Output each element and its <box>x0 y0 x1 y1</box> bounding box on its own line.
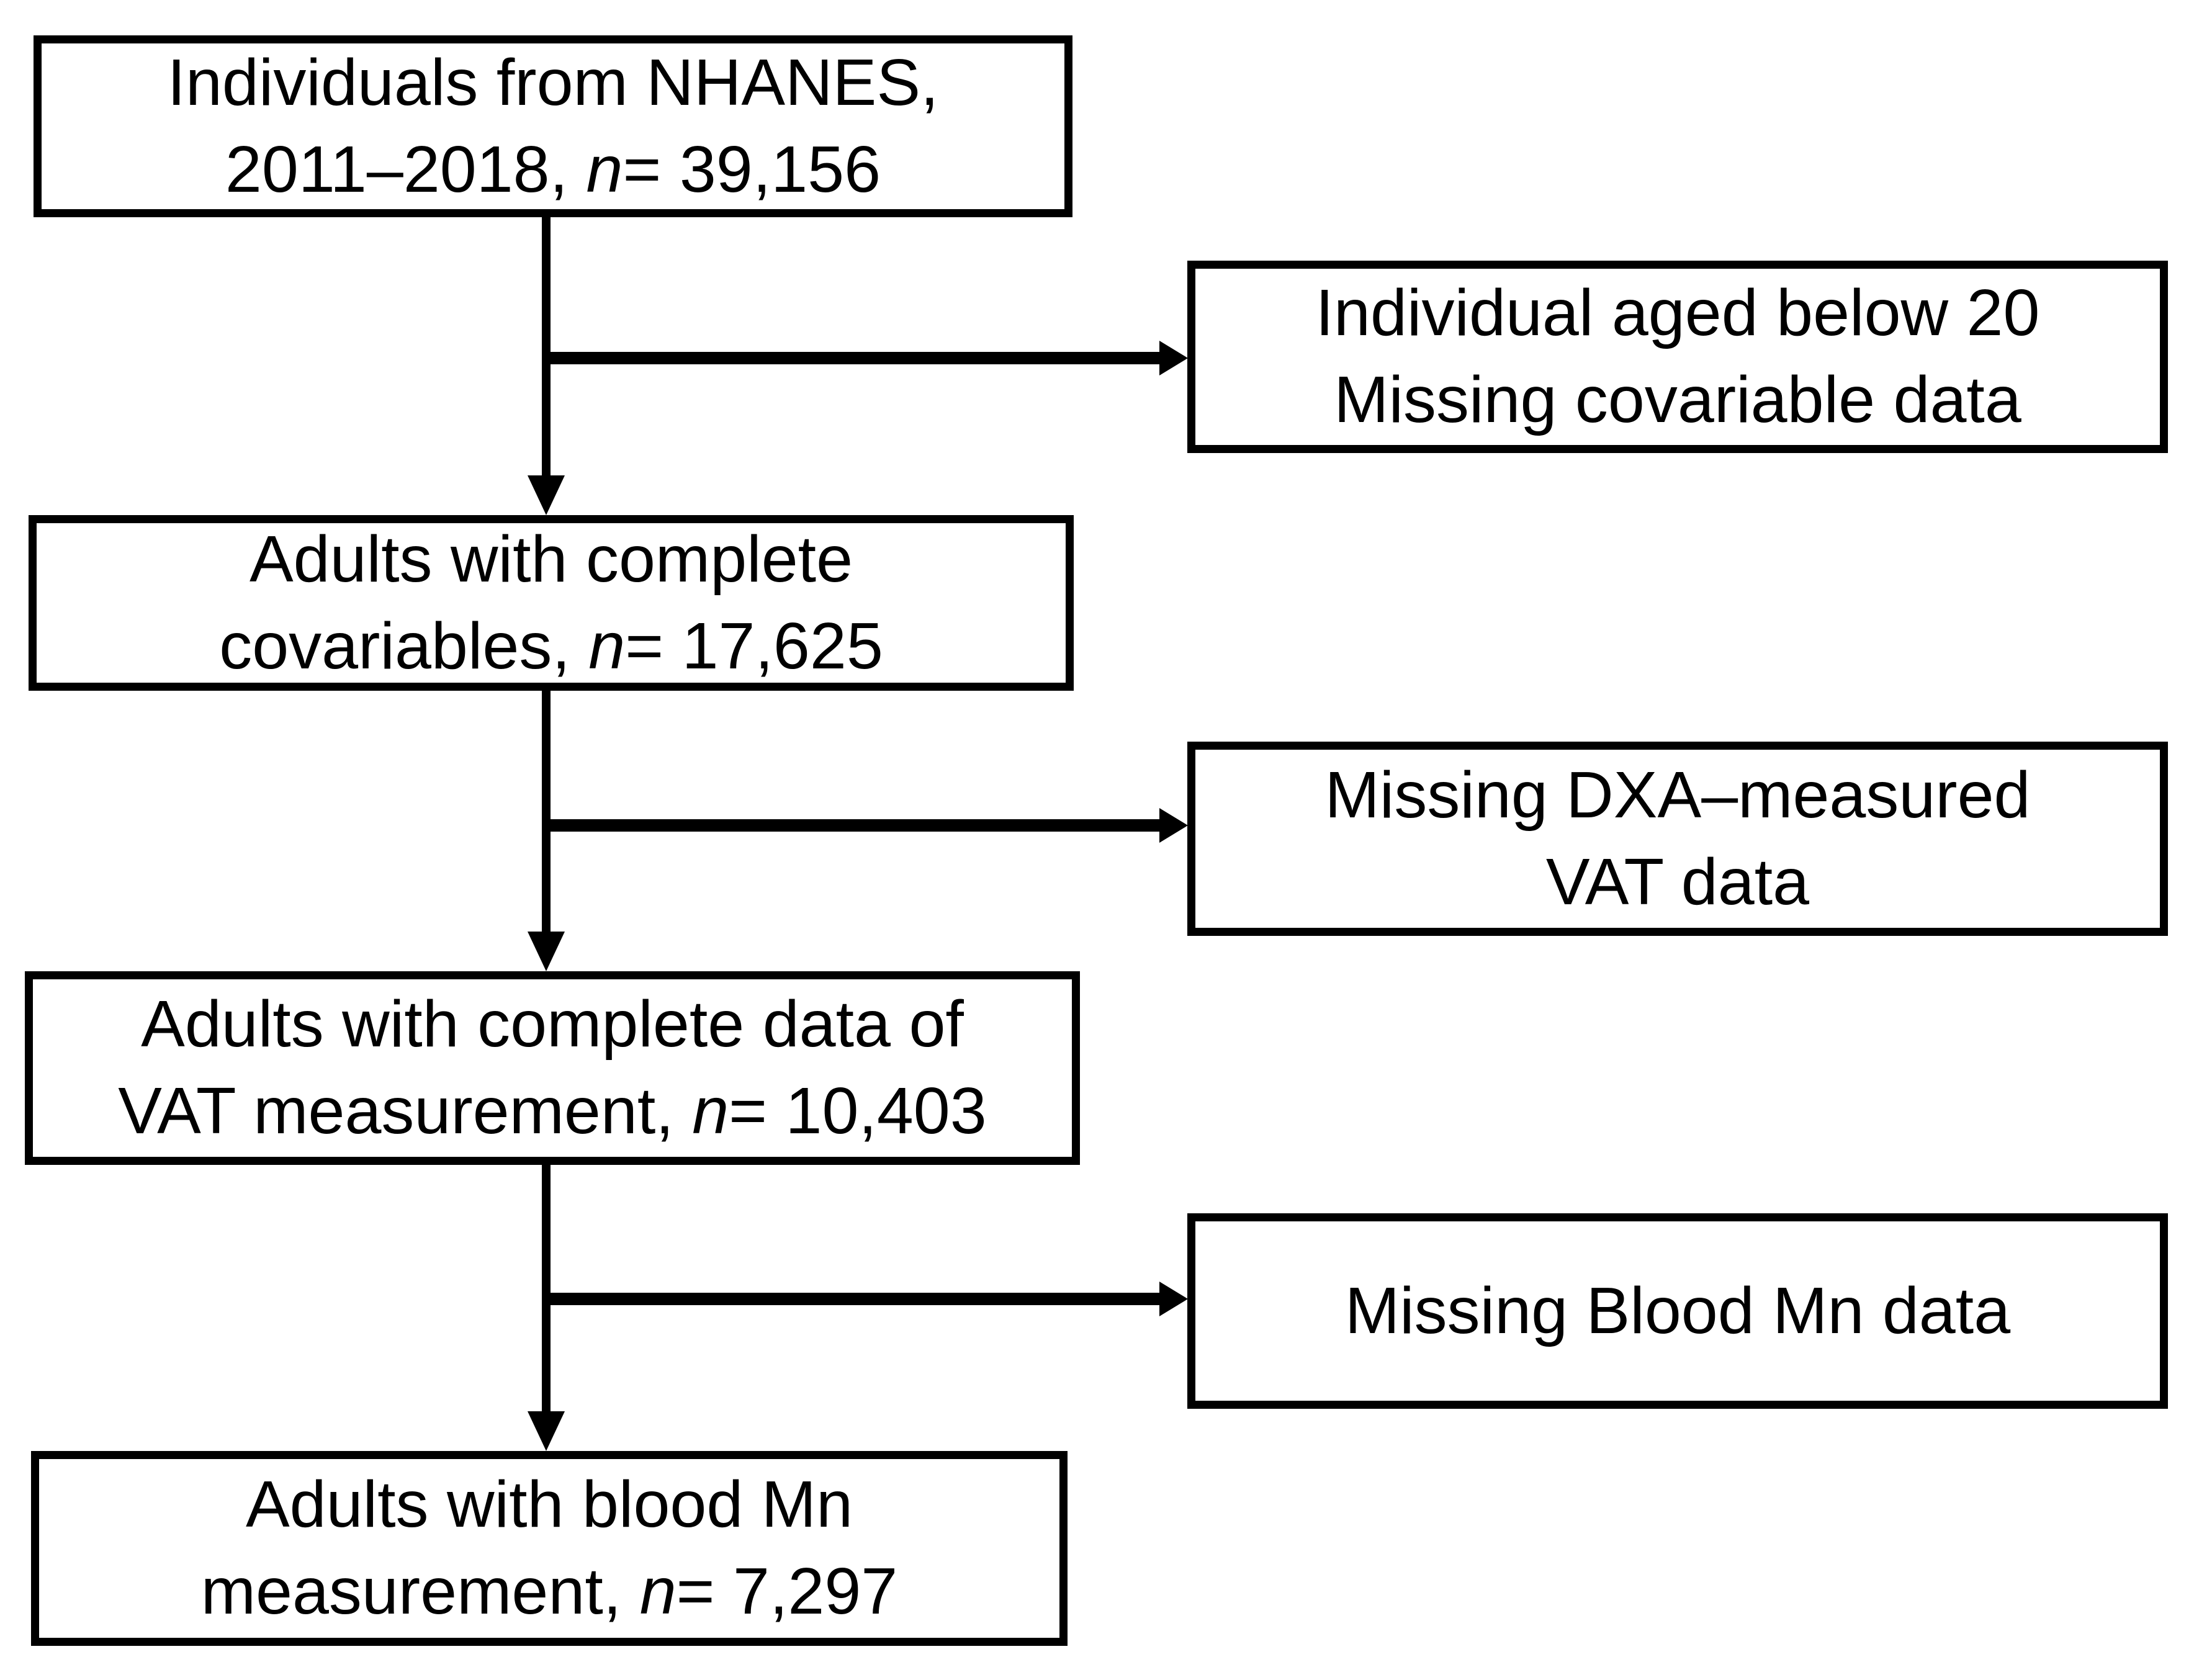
box-adults-vat-measurement: Adults with complete data of VAT measure… <box>25 971 1080 1165</box>
box-excluded-missing-dxa-vat: Missing DXA–measured VAT data <box>1187 742 2168 936</box>
box-text-line1: Individual aged below 20 <box>1315 276 2040 350</box>
box-excluded-missing-blood-mn: Missing Blood Mn data <box>1187 1213 2168 1409</box>
flow-line-horizontal-1 <box>542 352 1162 364</box>
box-excluded-age-covariable: Individual aged below 20 Missing covaria… <box>1187 261 2168 453</box>
box-individuals-nhanes: Individuals from NHANES, 2011–2018, n= 3… <box>34 35 1072 217</box>
flow-line-vertical-2 <box>542 691 551 932</box>
box-text-line1: Adults with complete <box>249 522 853 596</box>
line2-suffix: = 17,625 <box>625 609 883 683</box>
flow-line-horizontal-3 <box>542 1293 1162 1305</box>
n-symbol: n <box>586 132 623 206</box>
flow-line-vertical-1 <box>542 217 551 475</box>
line2-suffix: = 10,403 <box>729 1074 987 1148</box>
n-symbol: n <box>692 1074 729 1148</box>
line2-suffix: = 7,297 <box>676 1555 898 1628</box>
box-text-line2: covariables, n= 17,625 <box>219 603 883 690</box>
box-text-line2: VAT data <box>1545 845 1810 919</box>
flow-line-horizontal-2 <box>542 819 1162 832</box>
line2-prefix: measurement, <box>200 1555 640 1628</box>
box-text-line2: 2011–2018, n= 39,156 <box>225 127 881 213</box>
box-text-line2: VAT measurement, n= 10,403 <box>118 1068 986 1155</box>
box-text-line2: measurement, n= 7,297 <box>201 1548 898 1635</box>
box-adults-complete-covariables: Adults with complete covariables, n= 17,… <box>29 515 1074 691</box>
arrowhead-down-1 <box>528 475 565 515</box>
line2-prefix: VAT measurement, <box>118 1074 693 1148</box>
line2-suffix: = 39,156 <box>623 132 881 206</box>
box-adults-blood-mn-measurement: Adults with blood Mn measurement, n= 7,2… <box>31 1451 1068 1646</box>
arrowhead-right-3 <box>1159 1282 1188 1316</box>
line2-prefix: covariables, <box>219 609 589 683</box>
arrowhead-right-1 <box>1159 341 1188 375</box>
box-text-line2: Missing covariable data <box>1334 363 2021 436</box>
box-text-line1: Adults with complete data of <box>141 987 964 1061</box>
box-text-line1: Adults with blood Mn <box>245 1468 853 1542</box>
n-symbol: n <box>588 609 626 683</box>
n-symbol: n <box>639 1555 677 1628</box>
arrowhead-right-2 <box>1159 808 1188 843</box>
arrowhead-down-2 <box>528 932 565 971</box>
box-text-line1: Missing Blood Mn data <box>1344 1273 2011 1347</box>
box-text-line1: Individuals from NHANES, <box>167 45 939 119</box>
line2-prefix: 2011–2018, <box>225 132 587 206</box>
flow-line-vertical-3 <box>542 1165 551 1411</box>
arrowhead-down-3 <box>528 1411 565 1451</box>
box-text-line1: Missing DXA–measured <box>1324 758 2031 832</box>
